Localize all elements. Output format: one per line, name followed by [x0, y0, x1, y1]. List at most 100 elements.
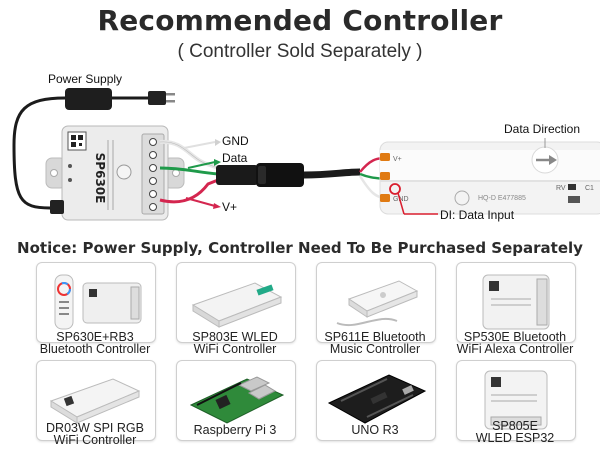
controller-qr	[89, 289, 97, 297]
product-subtitle: Bluetooth Controller	[39, 341, 151, 356]
vplus-arrowhead	[213, 203, 221, 209]
strip-rv-text: RV	[556, 185, 566, 192]
sp530e-terminals	[536, 278, 548, 326]
notice-text: Notice: Power Supply, Controller Need To…	[17, 239, 583, 257]
product-card-sp630e[interactable]	[36, 262, 156, 343]
sp611e-front	[366, 290, 418, 318]
product-label-raspberry-pi: Raspberry Pi 3	[160, 423, 310, 437]
qr-block-1	[71, 135, 76, 140]
sp530e-image	[482, 274, 550, 330]
product-name: DR03W SPI RGB	[46, 421, 144, 435]
data-direction-label: Data Direction	[504, 122, 581, 136]
product-name: SP530E Bluetooth	[463, 330, 567, 344]
rpi-gpio-header	[196, 382, 242, 406]
wiring-diagram: SP630E V+ GND HQ-D E477885 RV C1	[12, 88, 600, 221]
gnd-label: GND	[222, 134, 249, 148]
vplus-pointer	[185, 197, 216, 207]
sp611e-button	[380, 292, 386, 298]
rpi-usb-port	[237, 376, 271, 392]
product-card-sp805e[interactable]	[456, 360, 576, 441]
dc-jack	[50, 200, 64, 214]
led-1	[68, 164, 72, 168]
uno-usb	[402, 385, 414, 395]
pad-vplus	[380, 153, 390, 161]
pad-gnd	[380, 194, 390, 202]
product-name: UNO R3	[351, 423, 399, 437]
product-label-sp530e: SP530E Bluetooth WiFi Alexa Controller	[440, 330, 590, 356]
product-name: Raspberry Pi 3	[193, 423, 277, 437]
plug-prong-bottom	[166, 100, 175, 103]
strip-cable	[303, 168, 361, 179]
sp805e-terminals	[490, 416, 542, 426]
sp803e-image	[191, 282, 283, 328]
di-pointer-line	[397, 192, 405, 215]
pad-data	[380, 172, 390, 180]
sp803e-terminal	[256, 284, 274, 296]
product-subtitle: WiFi Alexa Controller	[456, 341, 574, 356]
remote-btn-3	[59, 313, 69, 315]
sp611e-image	[336, 280, 419, 327]
terminal-screw-3	[149, 164, 157, 172]
product-label-sp805e: SP805E WLED ESP32	[440, 420, 590, 445]
strip-ic	[568, 196, 580, 203]
product-card-dr03w[interactable]	[36, 360, 156, 441]
led-2	[68, 178, 72, 182]
sp805e-image	[484, 370, 548, 430]
dr03w-qr	[63, 395, 75, 407]
wire-data	[159, 166, 219, 176]
product-label-dr03w: DR03W SPI RGB WiFi Controller	[20, 421, 170, 447]
direction-arrow-icon	[549, 155, 557, 165]
product-subtitle: WiFi Controller	[193, 341, 277, 356]
terminal-screw-6	[149, 203, 157, 211]
product-label-sp803e: SP803E WLED WiFi Controller	[160, 331, 310, 356]
dr03w-front	[76, 390, 140, 424]
plug-prong-top	[166, 93, 175, 96]
product-label-uno-r3: UNO R3	[300, 423, 450, 437]
product-card-sp803e[interactable]	[176, 262, 296, 343]
uno-r3-image	[327, 374, 427, 424]
product-subtitle: WiFi Controller	[53, 432, 137, 447]
mount-hole-left	[50, 169, 58, 177]
product-card-uno-r3[interactable]	[316, 360, 436, 441]
controller-box-icon	[82, 282, 142, 324]
qr-block-2	[78, 135, 83, 140]
led-strip-line	[380, 180, 600, 182]
qr-block-3	[71, 142, 76, 147]
power-adapter	[65, 88, 112, 110]
gnd-arrowhead	[215, 139, 221, 146]
vplus-label: V+	[222, 200, 238, 214]
remote-wheel-blue	[57, 282, 71, 296]
product-card-sp611e[interactable]	[316, 262, 436, 343]
product-card-sp530e[interactable]	[456, 262, 576, 343]
data-pointer	[187, 161, 216, 169]
strip-vplus-text: V+	[393, 156, 402, 163]
power-cable-left	[12, 96, 66, 210]
product-subtitle: Music Controller	[329, 341, 421, 356]
di-label: DI: Data Input	[440, 208, 515, 222]
qr-block-4	[79, 143, 82, 146]
controller-terminals	[130, 286, 140, 320]
product-label-sp630e: SP630E+RB3 Bluetooth Controller	[20, 331, 170, 356]
sp530e-device-icon	[482, 274, 550, 330]
sp530e-qr	[489, 281, 499, 291]
uno-header-top	[340, 378, 388, 402]
power-plug	[148, 91, 166, 105]
uno-chip	[370, 391, 388, 405]
sp803e-front	[218, 296, 282, 328]
remote-btn-1	[59, 301, 69, 303]
terminal-block	[141, 133, 165, 215]
qr-code	[67, 131, 87, 151]
product-card-raspberry-pi[interactable]	[176, 360, 296, 441]
power-supply-label: Power Supply	[48, 72, 123, 86]
product-subtitle: WLED ESP32	[475, 430, 555, 445]
rpi-ethernet-port	[247, 384, 277, 400]
jst-connector-female	[256, 163, 304, 187]
sp805e-qr	[491, 377, 501, 387]
remote-btn-2	[59, 307, 69, 309]
sp611e-cable	[336, 317, 398, 327]
terminal-screw-2	[149, 151, 157, 159]
strip-model-text: HQ-D E477885	[478, 195, 526, 202]
jst-latch	[258, 166, 266, 184]
gnd-pointer	[183, 141, 216, 149]
strip-c1-text: C1	[585, 185, 594, 192]
